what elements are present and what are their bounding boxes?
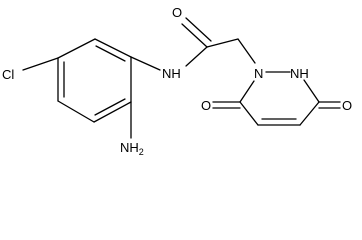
bond-c3-c4-inner	[94, 98, 126, 116]
bond-c6-c1	[57, 38, 96, 59]
ring-n1-label: N	[254, 66, 263, 81]
chlorine-label: Cl	[2, 67, 14, 82]
structure-canvas: Cl NH2 NH O N NH O O	[2, 5, 352, 157]
bond-nh-c3	[303, 79, 320, 103]
bond-c1-c2-inner	[95, 45, 126, 62]
bond-c3-c4	[93, 101, 132, 123]
bond-c2-nh	[130, 56, 161, 71]
bond-carbonyl-ch2	[206, 38, 239, 48]
amine-n-label: NH	[120, 140, 139, 155]
amine-label: NH2	[120, 140, 144, 157]
amine-subscript: 2	[139, 147, 144, 157]
amide-nh-label: NH	[162, 66, 181, 81]
ring-oxygen-right-label: O	[342, 98, 352, 113]
bond-ch2-n1	[237, 38, 256, 64]
bond-c5-c6	[239, 101, 259, 126]
bond-c6-cl	[22, 57, 59, 71]
carbonyl-oxygen-label: O	[172, 5, 182, 20]
molecule-diagram: Cl NH2 NH O N NH O O	[2, 5, 352, 157]
bond-c4-c5	[57, 100, 95, 123]
bond-carbonyl-o-2	[185, 17, 212, 42]
bond-nh-carbonyl	[185, 46, 208, 67]
benzene-ring	[57, 38, 132, 123]
pyridazinedione-ring	[239, 71, 320, 126]
bond-c3-c4	[299, 101, 320, 126]
bond-c6-n1	[239, 80, 255, 103]
ring-oxygen-left-label: O	[201, 98, 211, 113]
bond-carbonyl-o-1	[181, 23, 208, 48]
ring-nh-label: NH	[290, 66, 309, 81]
bond-c1-c2	[94, 38, 132, 58]
